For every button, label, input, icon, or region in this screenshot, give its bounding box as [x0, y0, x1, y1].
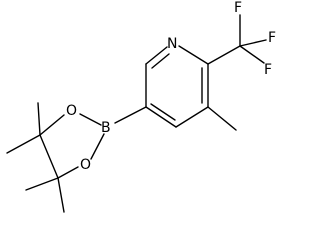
bond-cf3-f2	[239, 39, 267, 47]
bond-c4-c5	[145, 106, 177, 128]
atom-label-f3: F	[264, 62, 272, 78]
bond-ca-cb	[39, 134, 59, 179]
molecule-structure: N F F F B O O	[6, 0, 276, 213]
bond-b-o1	[79, 113, 102, 126]
bond-o2-cb	[57, 166, 79, 179]
atom-label-b: B	[101, 120, 111, 136]
bond-c2-cf3	[207, 45, 241, 65]
atom-label-n: N	[167, 36, 177, 52]
structure-canvas: N F F F B O O	[6, 0, 276, 213]
bond-c3-c4	[175, 106, 209, 128]
bond-ca-me2	[6, 134, 41, 154]
bond-c4-c5-inner	[150, 103, 176, 121]
bond-c6-n	[145, 46, 168, 65]
bond-c3-methyl	[207, 106, 237, 131]
atom-label-f2: F	[268, 30, 276, 46]
bond-c5-b	[114, 106, 147, 124]
bond-cb-me4	[57, 177, 65, 213]
bond-cf3-f3	[239, 45, 265, 64]
bond-n-c2	[178, 45, 209, 65]
atom-label-f1: F	[234, 0, 242, 16]
atom-label-o2: O	[80, 157, 91, 173]
atom-label-o1: O	[66, 103, 77, 119]
bond-b-o2	[90, 133, 105, 160]
bond-c6-n-inner	[151, 53, 170, 69]
bond-ca-me1	[37, 102, 41, 136]
bond-cb-me3	[25, 177, 59, 191]
bond-o1-ca	[39, 114, 65, 136]
